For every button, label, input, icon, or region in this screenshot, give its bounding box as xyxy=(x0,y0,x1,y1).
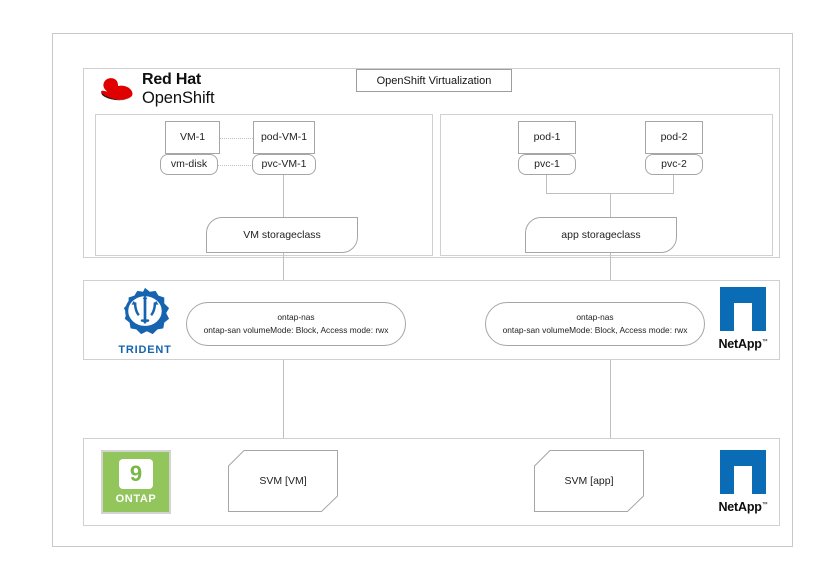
node-pod-1[interactable]: pod-1 xyxy=(518,121,576,154)
svm-vm-label: SVM [VM] xyxy=(259,474,307,487)
node-pod-vm-1[interactable]: pod-VM-1 xyxy=(253,121,315,154)
node-svm-app[interactable]: SVM [app] xyxy=(534,450,644,512)
connector-pvc1-down xyxy=(546,174,547,193)
red-hat-openshift-logo: Red Hat OpenShift xyxy=(95,72,265,114)
netapp-wordmark: NetApp™ xyxy=(712,500,774,514)
ontap-panel xyxy=(83,438,780,526)
node-vm-disk[interactable]: vm-disk xyxy=(160,154,218,175)
netapp-tm-mark: ™ xyxy=(761,501,768,508)
netapp-logo-ontap: NetApp™ xyxy=(712,450,774,514)
node-app-storageclass[interactable]: app storageclass xyxy=(525,217,677,253)
red-hat-fedora-icon xyxy=(95,74,139,109)
connector-vmstorageclass-trident xyxy=(283,253,284,287)
connector-vm1-podvm1 xyxy=(219,138,253,139)
ontap-wordmark: ONTAP xyxy=(115,493,157,505)
netapp-tm-mark: ™ xyxy=(761,338,768,345)
node-trident-backend-app[interactable]: ontap-nas ontap-san volumeMode: Block, A… xyxy=(485,302,705,346)
connector-vmdisk-pvcvm1 xyxy=(216,165,253,166)
backend-vm-line1: ontap-nas xyxy=(277,312,315,323)
red-hat-line1: Red Hat xyxy=(142,71,202,88)
trident-logo: TRIDENT xyxy=(108,286,182,356)
netapp-logo-trident: NetApp™ xyxy=(712,287,774,351)
connector-pvcvm1-vmstorageclass xyxy=(283,174,284,217)
backend-app-line2: ontap-san volumeMode: Block, Access mode… xyxy=(502,325,688,335)
openshift-virtualization-label: OpenShift Virtualization xyxy=(356,69,512,92)
netapp-text: NetApp xyxy=(718,337,762,351)
netapp-text: NetApp xyxy=(718,500,762,514)
connector-pvc2-down xyxy=(673,174,674,193)
backend-vm-line2: ontap-san volumeMode: Block, Access mode… xyxy=(203,325,389,335)
node-vm-1[interactable]: VM-1 xyxy=(165,121,220,154)
ontap-version-badge: 9 xyxy=(119,459,153,489)
netapp-wordmark: NetApp™ xyxy=(712,337,774,351)
node-pvc-2[interactable]: pvc-2 xyxy=(645,154,703,175)
red-hat-line2: OpenShift xyxy=(142,89,215,107)
node-pod-2[interactable]: pod-2 xyxy=(645,121,703,154)
connector-trident-svmapp xyxy=(610,353,611,445)
netapp-square-icon xyxy=(720,450,766,498)
connector-appstorageclass-trident xyxy=(610,253,611,287)
svm-app-label: SVM [app] xyxy=(564,474,614,487)
node-vm-storageclass[interactable]: VM storageclass xyxy=(206,217,358,253)
node-svm-vm[interactable]: SVM [VM] xyxy=(228,450,338,512)
backend-app-line1: ontap-nas xyxy=(576,312,614,323)
node-pvc-1[interactable]: pvc-1 xyxy=(518,154,576,175)
ontap-logo: 9 ONTAP xyxy=(101,450,171,514)
trident-gear-icon xyxy=(116,287,174,342)
node-trident-backend-vm[interactable]: ontap-nas ontap-san volumeMode: Block, A… xyxy=(186,302,406,346)
red-hat-wordmark: Red Hat OpenShift xyxy=(142,71,215,107)
netapp-square-icon xyxy=(720,287,766,335)
trident-wordmark: TRIDENT xyxy=(118,344,172,356)
node-pvc-vm-1[interactable]: pvc-VM-1 xyxy=(252,154,316,175)
connector-trident-svmvm xyxy=(283,353,284,445)
connector-pvcbus-appstorageclass xyxy=(610,193,611,217)
